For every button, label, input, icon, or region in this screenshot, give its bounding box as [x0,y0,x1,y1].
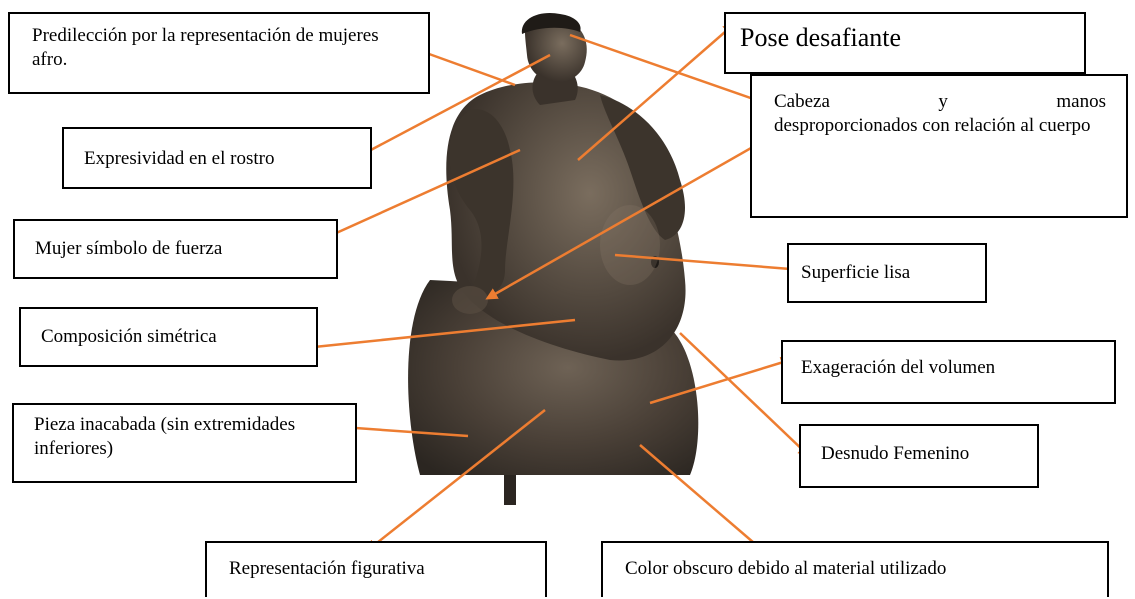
label-expresividad-text: Expresividad en el rostro [84,148,274,169]
label-superficie: Superficie lisa [787,243,987,303]
label-predileccion: Predilección por la representación de mu… [8,12,430,94]
label-superficie-text: Superficie lisa [801,262,910,283]
label-cabeza-word3: manos [1056,90,1106,114]
label-exageracion-text: Exageración del volumen [801,357,995,378]
label-cabeza-word2: y [938,90,948,114]
label-pieza-text: Pieza inacabada (sin extremidades inferi… [34,413,304,461]
label-composicion: Composición simétrica [19,307,318,367]
label-exageracion: Exageración del volumen [781,340,1116,404]
label-cabeza: Cabeza y manos desproporcionados con rel… [750,74,1128,218]
label-predileccion-text: Predilección por la representación de mu… [32,25,379,70]
label-color-text: Color obscuro debido al material utiliza… [625,558,946,579]
label-pose: Pose desafiante [724,12,1086,74]
pedestal-rod [504,470,516,505]
label-color: Color obscuro debido al material utiliza… [601,541,1109,597]
label-figurativa: Representación figurativa [205,541,547,597]
label-cabeza-word1: Cabeza [774,90,830,114]
label-figurativa-text: Representación figurativa [229,558,425,579]
arrow-color [640,445,768,555]
label-pose-text: Pose desafiante [740,23,901,52]
label-pieza: Pieza inacabada (sin extremidades inferi… [12,403,357,483]
label-composicion-text: Composición simétrica [41,326,217,347]
label-fuerza: Mujer símbolo de fuerza [13,219,338,279]
label-desnudo-text: Desnudo Femenino [821,443,969,464]
label-expresividad: Expresividad en el rostro [62,127,372,189]
label-desnudo: Desnudo Femenino [799,424,1039,488]
label-cabeza-rest: desproporcionados con relación al cuerpo [774,114,1106,138]
arrow-predileccion [418,50,515,85]
label-fuerza-text: Mujer símbolo de fuerza [35,238,222,259]
label-cabeza-first-line: Cabeza y manos [774,90,1106,114]
